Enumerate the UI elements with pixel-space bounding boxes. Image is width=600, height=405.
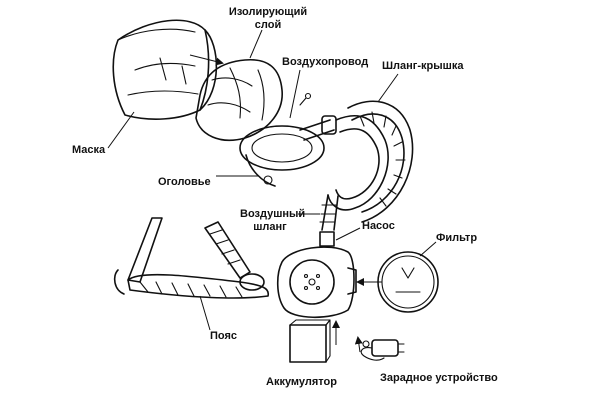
belt-leader bbox=[199, 295, 211, 331]
insulating-layer-leader bbox=[249, 29, 263, 59]
label-insulating-layer: Изолирующий слой bbox=[228, 6, 308, 31]
air-duct-leader bbox=[289, 69, 301, 119]
label-battery: Аккумулятор bbox=[266, 376, 337, 388]
label-air-duct: Воздухопровод bbox=[282, 56, 369, 68]
pump-shape bbox=[276, 231, 357, 319]
label-mask: Маска bbox=[72, 144, 106, 156]
label-hose-cover: Шланг-крышка bbox=[382, 60, 464, 72]
mask-shape bbox=[112, 19, 218, 120]
air-hose-shape bbox=[319, 100, 414, 231]
label-headgear: Оголовье bbox=[158, 176, 211, 188]
filter-shape bbox=[377, 251, 439, 313]
pump-leader bbox=[335, 227, 361, 241]
label-air-hose: Воздушный шланг bbox=[240, 208, 306, 233]
label-charger: Зарадное устройство bbox=[380, 372, 498, 384]
belt-shape bbox=[113, 217, 270, 299]
hose-cover-leader bbox=[377, 73, 399, 103]
label-filter: Фильтр bbox=[436, 232, 478, 244]
label-belt: Пояс bbox=[210, 330, 238, 342]
battery-shape bbox=[289, 319, 331, 363]
mask-leader bbox=[107, 111, 135, 149]
filter-leader bbox=[419, 241, 437, 257]
insulating-layer-shape bbox=[195, 59, 283, 142]
label-pump: Насос bbox=[362, 220, 395, 232]
charger-shape bbox=[360, 339, 405, 361]
headgear-shape bbox=[239, 92, 337, 187]
